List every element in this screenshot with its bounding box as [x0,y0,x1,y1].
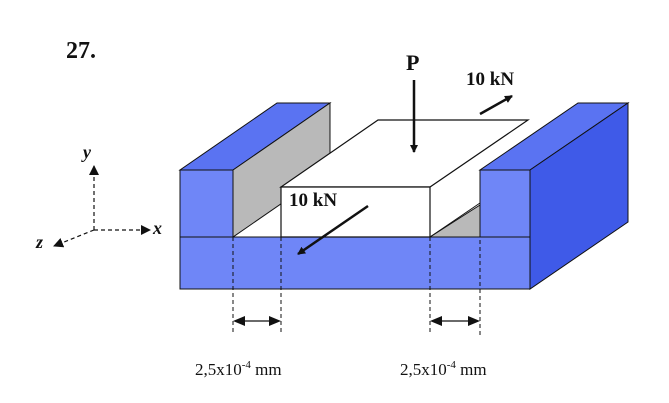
channel-right-side [529,102,629,290]
load-front-label: 10 kN [289,190,337,211]
left-gap-label: 2,5x10-4 mm [195,359,282,379]
problem-number: 27. [66,38,96,64]
block [279,119,530,238]
channel-support [178,102,630,290]
x-axis-label: x [152,218,162,238]
arrow-diagonal-icon [479,94,513,116]
load-p-label: P [406,50,419,75]
load-rear-label: 10 kN [466,69,514,90]
block-side-edge [429,202,481,238]
coordinate-axes: y x z [35,142,162,252]
z-axis-line [53,229,95,248]
channel-right-wall-front [479,169,531,238]
y-axis-label: y [81,142,92,162]
channel-left-wall-front [179,169,234,238]
right-gap-label: 2,5x10-4 mm [400,359,487,379]
gap-dimensions [232,205,481,335]
arrow-diagonal-icon [297,204,369,256]
z-axis-label: z [35,232,43,252]
